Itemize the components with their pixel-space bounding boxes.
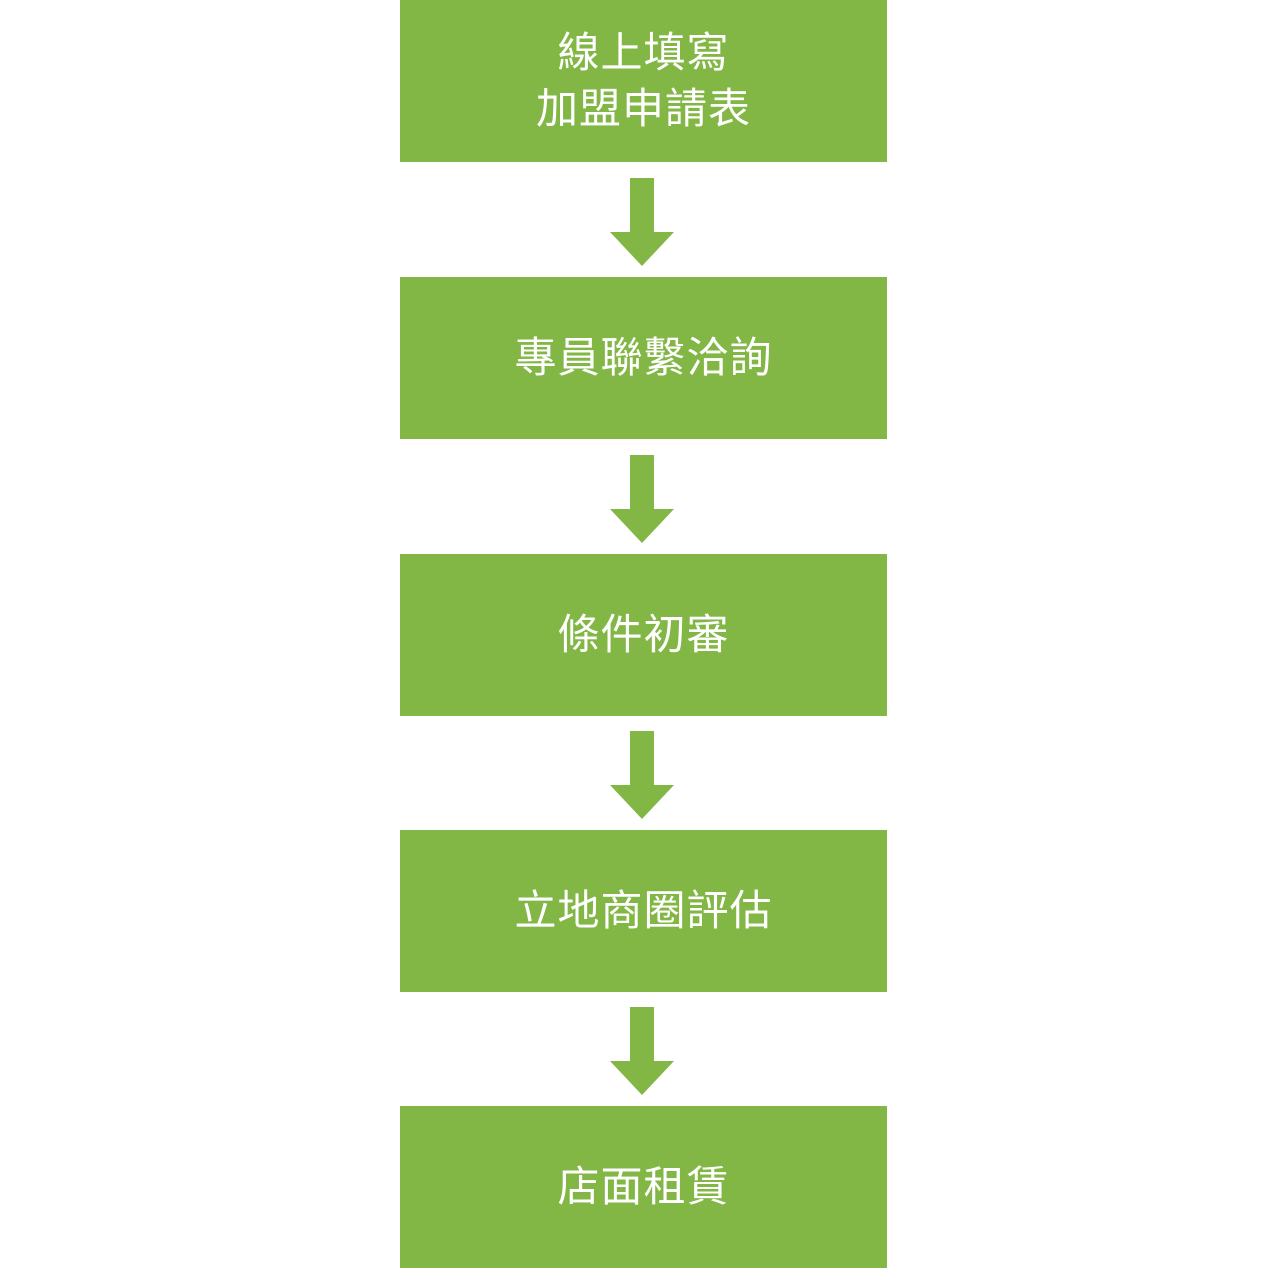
step-3-box: 條件初審 — [400, 554, 887, 716]
step-2-label: 專員聯繫洽詢 — [514, 333, 773, 382]
step-2-box: 專員聯繫洽詢 — [400, 277, 887, 439]
arrow-down-icon — [610, 1007, 674, 1095]
step-4-label: 立地商圈評估 — [514, 886, 773, 935]
step-1-label: 線上填寫 加盟申請表 — [535, 28, 751, 133]
step-5-label: 店面租賃 — [557, 1162, 730, 1211]
arrow-down-icon — [610, 178, 674, 266]
step-1-box: 線上填寫 加盟申請表 — [400, 0, 887, 162]
step-4-box: 立地商圈評估 — [400, 830, 887, 992]
step-5-box: 店面租賃 — [400, 1106, 887, 1268]
arrow-down-icon — [610, 455, 674, 543]
arrow-down-icon — [610, 731, 674, 819]
step-3-label: 條件初審 — [557, 610, 730, 659]
